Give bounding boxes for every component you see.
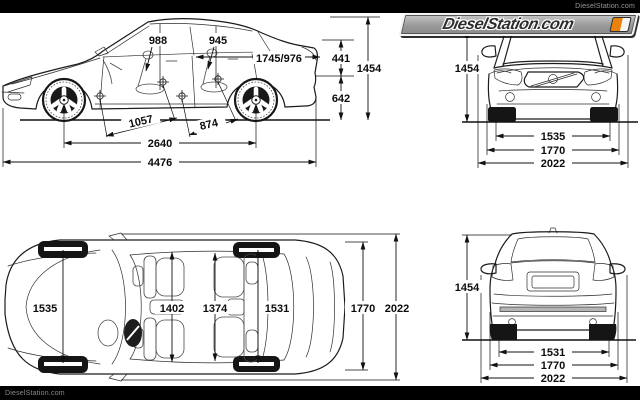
side-fog-light [7, 93, 22, 101]
side-front-headroom-label: 988 [149, 35, 167, 47]
side-b-pillar [189, 26, 195, 56]
front-track-label: 1535 [541, 131, 565, 143]
top-body-width-label: 1770 [351, 303, 375, 315]
side-overall-height-label: 1454 [357, 63, 382, 75]
side-deck-height-label: 441 [332, 53, 350, 65]
side-rear-cushion [200, 81, 228, 93]
side-front-seatback [137, 58, 147, 87]
side-rear-wheel [233, 77, 279, 123]
top-rear-track-label: 1531 [265, 303, 289, 315]
side-view: 988 945 1745/976 441 1454 642 1057 874 2… [1, 16, 387, 169]
front-overall-width-label: 2022 [541, 158, 565, 170]
side-front-wheel [41, 77, 87, 123]
dieselstation-logo: DieselStation.com [398, 13, 639, 36]
front-left-tire [488, 107, 516, 122]
bottom-frame-bar [0, 386, 640, 400]
watermark-bottom-left: DieselStation.com [5, 390, 65, 397]
side-windshield-line [105, 25, 150, 55]
side-overall-length-label: 4476 [148, 157, 172, 169]
rear-body-width-label: 1770 [541, 360, 565, 372]
side-reference-points [94, 73, 224, 102]
front-view: 1454 1535 1770 2022 [448, 29, 638, 170]
logo-accent-icon [609, 17, 632, 32]
rear-overall-height-label: 1454 [455, 282, 480, 294]
side-front-diagonal-label: 1057 [128, 113, 155, 130]
top-view: 1535 1402 1374 1531 1770 2022 [4, 232, 415, 382]
top-frame-bar [0, 0, 640, 13]
top-overall-width-label: 2022 [385, 303, 409, 315]
logo-bar: DieselStation.com [398, 13, 639, 36]
front-body-width-label: 1770 [541, 145, 565, 157]
side-rear-headroom-label: 945 [209, 35, 227, 47]
side-rear-diagonal-label: 874 [199, 117, 220, 133]
side-headlight [3, 76, 33, 93]
side-hood-line [11, 57, 101, 85]
side-interior-length-label: 1745/976 [256, 53, 302, 65]
side-sill-height-label: 642 [332, 93, 350, 105]
side-c-pillar [257, 31, 271, 52]
side-front-headrest [142, 50, 154, 60]
side-beltline [102, 51, 267, 58]
rear-left-tire [489, 324, 517, 340]
side-roof-inner-line [149, 23, 253, 32]
front-right-tire [590, 107, 618, 122]
top-front-track-label: 1535 [33, 303, 57, 315]
front-overall-height-label: 1454 [455, 63, 480, 75]
rear-view: 1454 1531 1770 2022 [448, 227, 636, 385]
side-front-cushion [135, 83, 165, 95]
side-wheelbase-label: 2640 [148, 138, 172, 150]
rear-car-drawing [480, 227, 626, 340]
watermark-top-right: DieselStation.com [575, 3, 635, 10]
side-dashboard [102, 59, 123, 85]
top-front-interior-width-label: 1402 [160, 303, 184, 315]
rear-overall-width-label: 2022 [541, 373, 565, 385]
top-rear-interior-width-label: 1374 [203, 303, 228, 315]
rear-right-tire [589, 324, 617, 340]
front-car-drawing [481, 29, 625, 122]
logo-text: DieselStation.com [440, 16, 576, 33]
side-mirror [94, 46, 109, 57]
rear-track-label: 1531 [541, 347, 565, 359]
side-bumper-line [1, 91, 25, 94]
